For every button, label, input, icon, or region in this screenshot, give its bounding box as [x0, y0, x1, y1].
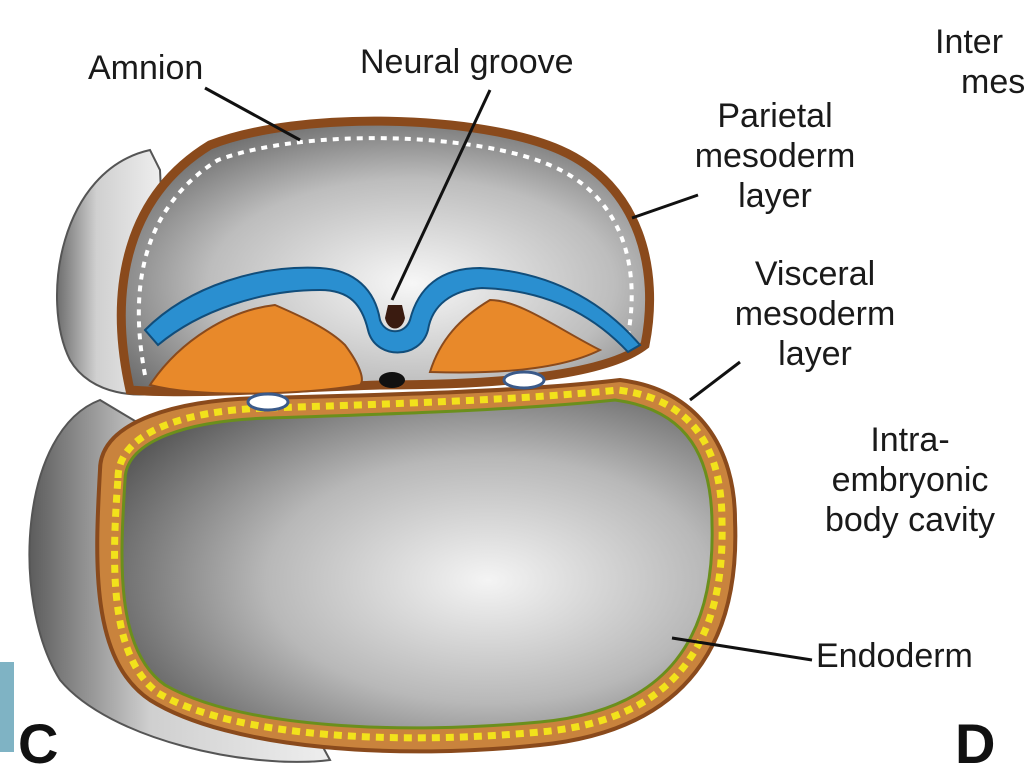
- parietal-line-1: Parietal: [670, 96, 880, 136]
- left-aorta: [248, 394, 288, 410]
- slide-side-tab: [0, 662, 14, 752]
- intra-line-3: body cavity: [790, 500, 1028, 540]
- panel-letter-c: C: [18, 716, 58, 772]
- intra-line-1: Intra-: [790, 420, 1028, 460]
- parietal-line-2: mesoderm: [670, 136, 880, 176]
- neural-groove-label: Neural groove: [360, 42, 574, 82]
- visceral-line-1: Visceral: [700, 254, 930, 294]
- parietal-mesoderm-label: Parietal mesoderm layer: [670, 96, 880, 216]
- visceral-line-2: mesoderm: [700, 294, 930, 334]
- yolk-cavity: [122, 400, 712, 728]
- right-aorta: [504, 372, 544, 388]
- endoderm-label: Endoderm: [816, 636, 973, 676]
- visceral-line-3: layer: [700, 334, 930, 374]
- panel-letter-d: D: [955, 716, 995, 772]
- intraembryonic-cavity-label: Intra- embryonic body cavity: [790, 420, 1028, 540]
- intermediate-mesoderm-label-cut: Inter mes: [935, 22, 1028, 102]
- inter-line-1: Inter: [935, 22, 1028, 62]
- inter-line-2: mes: [935, 62, 1028, 102]
- amnion-label: Amnion: [88, 48, 203, 88]
- parietal-line-3: layer: [670, 176, 880, 216]
- intra-line-2: embryonic: [790, 460, 1028, 500]
- visceral-mesoderm-label: Visceral mesoderm layer: [700, 254, 930, 374]
- notochord: [379, 372, 405, 388]
